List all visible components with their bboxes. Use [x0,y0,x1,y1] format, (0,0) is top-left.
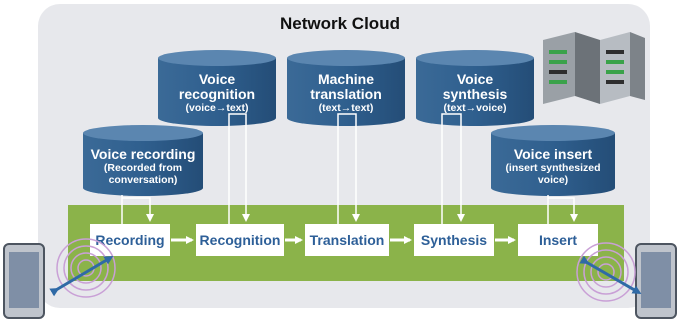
cloud-title: Network Cloud [280,14,400,33]
step-recording: Recording [90,224,170,256]
cylinder-voice-recording [83,125,203,196]
cylinder-label-voice-recognition: Voice recognition (voice→text) [178,71,256,115]
step-insert: Insert [518,224,598,256]
server-icon [543,32,645,104]
step-translation: Translation [305,224,389,256]
phone-left-icon [3,238,116,319]
cylinder-machine-translation [287,50,405,126]
cylinder-voice-synthesis [416,50,534,126]
cylinder-label-voice-synthesis: Voice synthesis (text→voice) [442,71,508,115]
phone-right-icon [576,242,677,319]
step-recognition: Recognition [196,224,284,256]
cylinder-label-machine-translation: Machine translation (text→text) [310,71,382,115]
cylinder-label-voice-insert: Voice insert (insert synthesized voice) [505,145,601,186]
cylinder-label-voice-recording: Voice recording (Recorded from conversat… [90,145,196,186]
step-synthesis: Synthesis [414,224,494,256]
cylinder-voice-recognition [158,50,276,126]
cylinder-voice-insert [491,125,615,196]
